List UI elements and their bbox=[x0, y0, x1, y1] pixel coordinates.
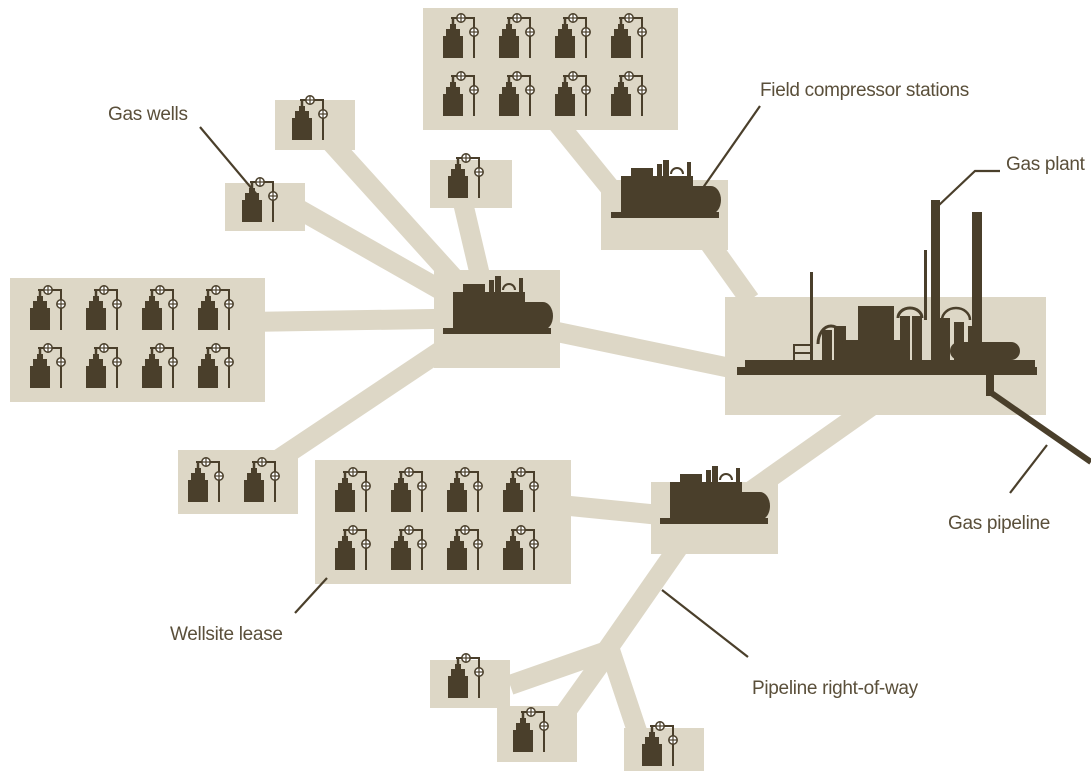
gas-pipeline-line bbox=[988, 389, 1091, 465]
label-wellsite-lease: Wellsite lease bbox=[170, 624, 283, 645]
label-gas-plant: Gas plant bbox=[1006, 154, 1086, 175]
pipeline-right-of-way-network bbox=[249, 113, 886, 744]
wellsite-leases bbox=[10, 8, 704, 771]
label-field-compressor-stations: Field compressor stations bbox=[760, 80, 969, 101]
compressor-station-icon bbox=[659, 465, 771, 525]
gas-plant-icon bbox=[737, 200, 1037, 396]
label-gas-wells: Gas wells bbox=[108, 104, 188, 125]
label-gas-pipeline: Gas pipeline bbox=[948, 513, 1050, 534]
label-pipeline-right-of-way: Pipeline right-of-way bbox=[752, 678, 919, 699]
compressor-station-icon bbox=[610, 159, 722, 219]
leader-lines bbox=[199, 105, 1048, 658]
